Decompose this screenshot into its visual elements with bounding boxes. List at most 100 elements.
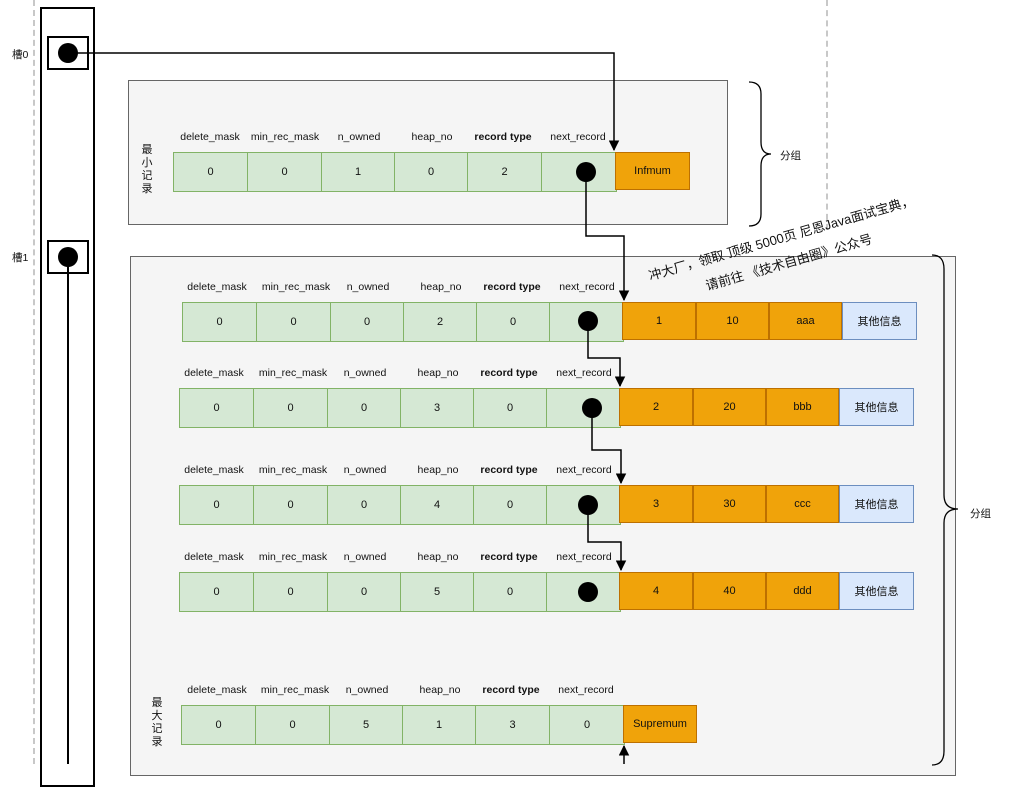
record-1-next-dot (578, 311, 598, 331)
header-n-owned: n_owned (343, 367, 387, 379)
header-delete-mask: delete_mask (180, 131, 240, 143)
record-2-other-info: 其他信息 (839, 388, 914, 426)
record-cell: 0 (474, 389, 547, 427)
max-record-cell: 0 (182, 706, 256, 744)
record-1-col3: aaa (769, 302, 842, 340)
record-2-col2: 20 (693, 388, 766, 426)
min-record-cell: 2 (468, 153, 542, 191)
header-min-rec-mask: min_rec_mask (250, 131, 320, 143)
record-3-col1: 3 (619, 485, 693, 523)
page-directory-column (40, 7, 95, 787)
group-label-2: 分组 (970, 508, 991, 520)
header-record-type: record type (482, 684, 540, 696)
record-cell: 0 (328, 486, 401, 524)
header-delete-mask: delete_mask (184, 367, 244, 379)
slot-1-label: 槽1 (12, 252, 29, 264)
record-1-other-info: 其他信息 (842, 302, 917, 340)
header-min-rec-mask: min_rec_mask (261, 281, 331, 293)
record-cell: 0 (254, 486, 328, 524)
group-label-1: 分组 (780, 150, 801, 162)
min-record-cell: 1 (322, 153, 395, 191)
record-1-col1: 1 (622, 302, 696, 340)
record-3-col2: 30 (693, 485, 766, 523)
header-n-owned: n_owned (343, 464, 387, 476)
record-cell: 0 (328, 573, 401, 611)
user-record-row-4: 0 0 0 5 0 (179, 572, 621, 612)
slot-0-pointer-dot (58, 43, 78, 63)
header-min-rec-mask: min_rec_mask (258, 367, 328, 379)
record-1-col2: 10 (696, 302, 769, 340)
record-3-next-dot (578, 495, 598, 515)
header-next-record: next_record (550, 131, 606, 143)
record-cell: 0 (328, 389, 401, 427)
header-n-owned: n_owned (346, 281, 390, 293)
header-n-owned: n_owned (337, 131, 381, 143)
record-4-col3: ddd (766, 572, 839, 610)
min-record-cell: 0 (395, 153, 468, 191)
record-3-col3: ccc (766, 485, 839, 523)
infimum-box: Infmum (615, 152, 690, 190)
user-record-row-2: 0 0 0 3 0 (179, 388, 621, 428)
record-4-other-info: 其他信息 (839, 572, 914, 610)
record-cell: 3 (401, 389, 474, 427)
record-2-col1: 2 (619, 388, 693, 426)
dashed-guide-left (33, 0, 35, 764)
header-record-type: record type (480, 367, 538, 379)
header-min-rec-mask: min_rec_mask (258, 551, 328, 563)
record-4-col2: 40 (693, 572, 766, 610)
user-record-row-3: 0 0 0 4 0 (179, 485, 621, 525)
record-2-col3: bbb (766, 388, 839, 426)
record-cell: 0 (180, 389, 254, 427)
record-cell: 0 (477, 303, 550, 341)
record-cell: 0 (254, 389, 328, 427)
header-next-record: next_record (559, 281, 615, 293)
min-record-row: 0 0 1 0 2 (173, 152, 617, 192)
max-record-cell: 0 (256, 706, 330, 744)
record-4-col1: 4 (619, 572, 693, 610)
header-delete-mask: delete_mask (184, 551, 244, 563)
header-next-record: next_record (558, 684, 614, 696)
dashed-guide-right (826, 0, 828, 230)
header-n-owned: n_owned (345, 684, 389, 696)
record-cell: 0 (183, 303, 257, 341)
record-3-other-info: 其他信息 (839, 485, 914, 523)
record-2-next-dot (582, 398, 602, 418)
header-record-type: record type (480, 551, 538, 563)
header-min-rec-mask: min_rec_mask (258, 464, 328, 476)
header-heap-no: heap_no (420, 281, 462, 293)
header-record-type: record type (474, 131, 532, 143)
record-4-next-dot (578, 582, 598, 602)
header-n-owned: n_owned (343, 551, 387, 563)
record-cell: 0 (180, 486, 254, 524)
record-cell: 0 (254, 573, 328, 611)
header-heap-no: heap_no (417, 464, 459, 476)
header-heap-no: heap_no (417, 367, 459, 379)
record-cell: 0 (257, 303, 331, 341)
record-cell: 5 (401, 573, 474, 611)
header-delete-mask: delete_mask (187, 281, 247, 293)
supremum-box: Supremum (623, 705, 697, 743)
min-record-cell: 0 (248, 153, 322, 191)
max-record-cell: 0 (550, 706, 624, 744)
min-record-next-dot (576, 162, 596, 182)
header-next-record: next_record (556, 551, 612, 563)
header-next-record: next_record (556, 367, 612, 379)
header-heap-no: heap_no (419, 684, 461, 696)
record-cell: 0 (331, 303, 404, 341)
max-record-side-label: 最大记录 (151, 697, 163, 748)
header-heap-no: heap_no (411, 131, 453, 143)
header-next-record: next_record (556, 464, 612, 476)
slot-1-pointer-dot (58, 247, 78, 267)
max-record-cell: 1 (403, 706, 476, 744)
header-delete-mask: delete_mask (184, 464, 244, 476)
max-record-row: 0 0 5 1 3 0 (181, 705, 625, 745)
group-brace-1 (748, 81, 772, 227)
min-record-side-label: 最小记录 (141, 144, 153, 195)
record-cell: 0 (474, 573, 547, 611)
header-heap-no: heap_no (417, 551, 459, 563)
record-cell: 0 (474, 486, 547, 524)
user-record-row-1: 0 0 0 2 0 (182, 302, 624, 342)
header-delete-mask: delete_mask (187, 684, 247, 696)
record-cell: 2 (404, 303, 477, 341)
max-record-cell: 3 (476, 706, 550, 744)
